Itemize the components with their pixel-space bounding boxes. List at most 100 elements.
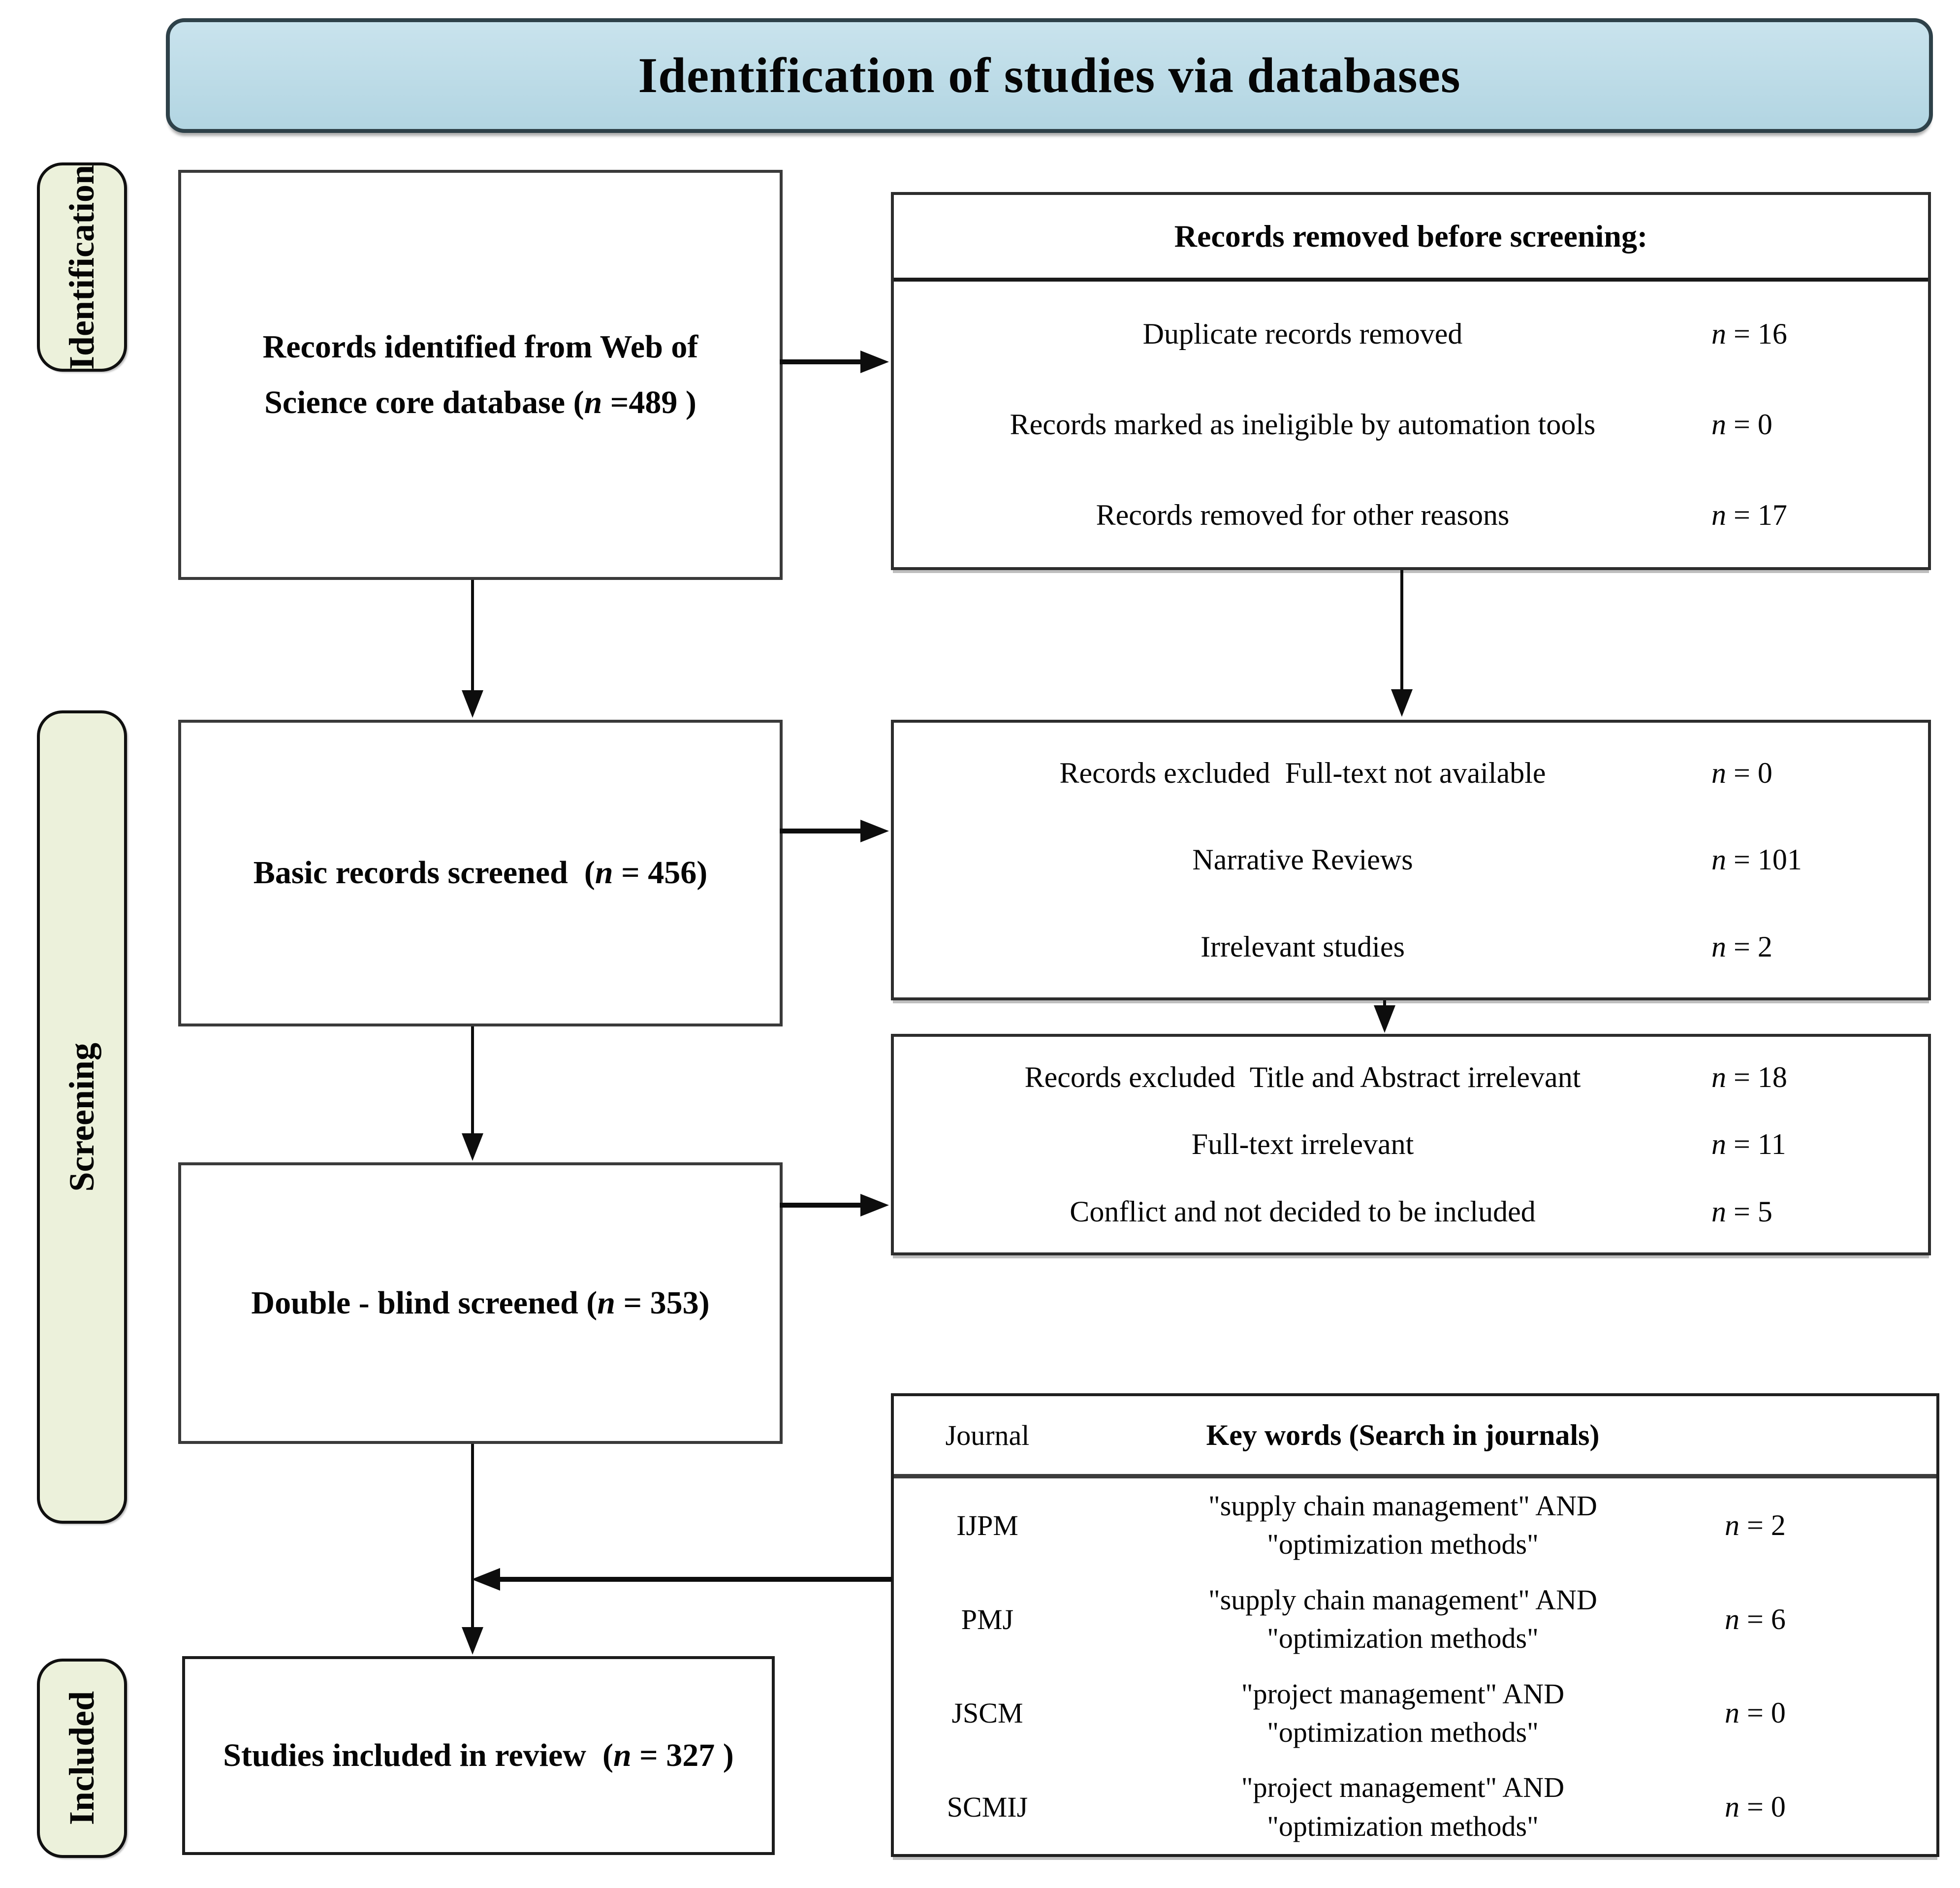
row-duplicates-removed-count: n = 16 [1711,317,1787,350]
keywords-column-header: Key words (Search in journals) [1206,1418,1600,1451]
double-blind-pre: Double - blind screened ( [251,1284,598,1321]
title-banner: Identification of studies via databases [166,18,1933,133]
records-identified-line2-pre: Science core database ( [264,384,584,420]
box-records-identified: Records identified from Web of Science c… [178,170,783,580]
journal-search-table: Journal Key words (Search in journals) I… [891,1393,1939,1857]
row-ineligible-automation-count: n = 0 [1711,408,1772,441]
included-post: = 327 ) [631,1737,734,1773]
row-title-abstract-irrelevant-label: Records excluded Title and Abstract irre… [1024,1060,1581,1093]
count-pmj: n = 6 [1725,1602,1786,1635]
box-basic-records-screened-text: Basic records screened (n = 456) [253,845,707,900]
removed-before-screening-header: Records removed before screening: [894,195,1928,282]
arrow-identified-to-screened-line [471,580,474,694]
diagram-title: Identification of studies via databases [638,48,1461,103]
table-row-ijpm: IJPM "supply chain management" AND"optim… [894,1478,1936,1572]
row-irrelevant-studies-count: n = 2 [1711,930,1772,963]
records-excluded-fulltext-body: Records excluded Title and Abstract irre… [894,1037,1928,1252]
arrow-double-blind-to-included-head-icon [462,1627,483,1655]
row-irrelevant-studies: Irrelevant studies n = 2 [894,930,1928,964]
row-fulltext-not-available-label: Records excluded Full-text not available [1059,756,1546,789]
arrow-double-blind-to-excluded2-line [780,1203,861,1208]
stage-included-label: Included [62,1691,101,1825]
journal-code-ijpm: IJPM [956,1509,1018,1541]
box-double-blind-screened: Double - blind screened (n = 353) [178,1162,783,1444]
box-double-blind-screened-text: Double - blind screened (n = 353) [251,1276,709,1331]
row-duplicates-removed: Duplicate records removed n = 16 [894,317,1928,351]
box-records-excluded-screening: Records excluded Full-text not available… [891,720,1931,1000]
keywords-pmj: "supply chain management" AND"optimizati… [1208,1583,1597,1655]
journal-column-header: Journal [945,1419,1030,1451]
journal-code-pmj: PMJ [961,1603,1014,1635]
removed-before-screening-body: Duplicate records removed n = 16 Records… [894,282,1928,567]
stage-identification: Identification [37,162,127,372]
count-ijpm: n = 2 [1725,1508,1786,1541]
screened-n-symbol: n [595,855,613,891]
box-records-identified-text: Records identified from Web of Science c… [263,320,698,430]
stage-identification-label: Identification [62,164,101,370]
arrow-excluded1-to-excluded2-head-icon [1374,1005,1395,1033]
row-removed-other-reasons-count: n = 17 [1711,498,1787,531]
arrow-identified-to-screened-head-icon [462,690,483,718]
arrow-double-blind-to-excluded2-head-icon [860,1194,889,1216]
records-identified-line2-post: =489 ) [602,384,696,420]
table-row-scmij: SCMIJ "project management" AND"optimizat… [894,1760,1936,1854]
row-irrelevant-studies-label: Irrelevant studies [1201,930,1405,963]
keywords-jscm: "project management" AND"optimization me… [1241,1677,1565,1748]
journal-table-header: Journal Key words (Search in journals) [894,1396,1936,1478]
row-fulltext-irrelevant-count: n = 11 [1711,1128,1786,1161]
journal-table-body: IJPM "supply chain management" AND"optim… [894,1478,1936,1854]
box-studies-included-text: Studies included in review (n = 327 ) [223,1728,734,1783]
journal-code-scmij: SCMIJ [947,1791,1028,1824]
arrow-removed-to-excluded1-line [1400,570,1403,693]
row-ineligible-automation: Records marked as ineligible by automati… [894,408,1928,442]
double-blind-post: = 353) [615,1284,710,1321]
row-conflict-not-decided: Conflict and not decided to be included … [894,1195,1928,1229]
row-fulltext-not-available: Records excluded Full-text not available… [894,756,1928,790]
stage-included: Included [37,1659,127,1858]
row-title-abstract-irrelevant-count: n = 18 [1711,1060,1787,1093]
box-basic-records-screened: Basic records screened (n = 456) [178,720,783,1026]
table-row-jscm: JSCM "project management" AND"optimizati… [894,1666,1936,1760]
arrow-double-blind-to-included-line [471,1444,474,1630]
row-duplicates-removed-label: Duplicate records removed [1142,317,1463,350]
box-records-removed-before-screening: Records removed before screening: Duplic… [891,192,1931,570]
count-jscm: n = 0 [1725,1696,1786,1729]
arrow-screened-to-excluded1-line [780,829,861,833]
arrow-journal-table-to-flow-line [498,1577,892,1582]
row-narrative-reviews: Narrative Reviews n = 101 [894,843,1928,877]
stage-screening-label: Screening [62,1042,101,1192]
arrow-journal-table-to-flow-head-icon [472,1568,500,1591]
row-fulltext-irrelevant: Full-text irrelevant n = 11 [894,1127,1928,1161]
records-excluded-screening-body: Records excluded Full-text not available… [894,723,1928,997]
included-n-symbol: n [613,1737,632,1773]
count-scmij: n = 0 [1725,1791,1786,1824]
row-conflict-not-decided-label: Conflict and not decided to be included [1070,1195,1536,1228]
table-row-pmj: PMJ "supply chain management" AND"optimi… [894,1572,1936,1666]
row-conflict-not-decided-count: n = 5 [1711,1195,1772,1228]
row-fulltext-irrelevant-label: Full-text irrelevant [1191,1128,1414,1161]
records-identified-n-symbol: n [584,384,602,420]
arrow-identified-to-removed-head-icon [860,351,889,373]
row-ineligible-automation-label: Records marked as ineligible by automati… [1010,408,1596,441]
arrow-identified-to-removed-line [780,359,861,364]
arrow-screened-to-double-blind-head-icon [462,1133,483,1161]
included-pre: Studies included in review ( [223,1737,613,1773]
records-identified-line1: Records identified from Web of [262,329,698,365]
arrow-screened-to-double-blind-line [471,1026,474,1137]
row-removed-other-reasons-label: Records removed for other reasons [1096,498,1510,531]
row-title-abstract-irrelevant: Records excluded Title and Abstract irre… [894,1060,1928,1094]
arrow-removed-to-excluded1-head-icon [1391,689,1413,717]
row-narrative-reviews-count: n = 101 [1711,843,1802,876]
box-studies-included: Studies included in review (n = 327 ) [182,1656,775,1855]
screened-pre: Basic records screened ( [253,855,595,891]
row-narrative-reviews-label: Narrative Reviews [1192,843,1413,876]
journal-code-jscm: JSCM [951,1697,1023,1729]
arrow-screened-to-excluded1-head-icon [860,820,889,842]
row-removed-other-reasons: Records removed for other reasons n = 17 [894,498,1928,532]
box-records-excluded-fulltext: Records excluded Title and Abstract irre… [891,1034,1931,1255]
keywords-scmij: "project management" AND"optimization me… [1241,1771,1565,1842]
double-blind-n-symbol: n [597,1284,615,1321]
row-fulltext-not-available-count: n = 0 [1711,756,1772,789]
keywords-ijpm: "supply chain management" AND"optimizati… [1208,1490,1597,1561]
